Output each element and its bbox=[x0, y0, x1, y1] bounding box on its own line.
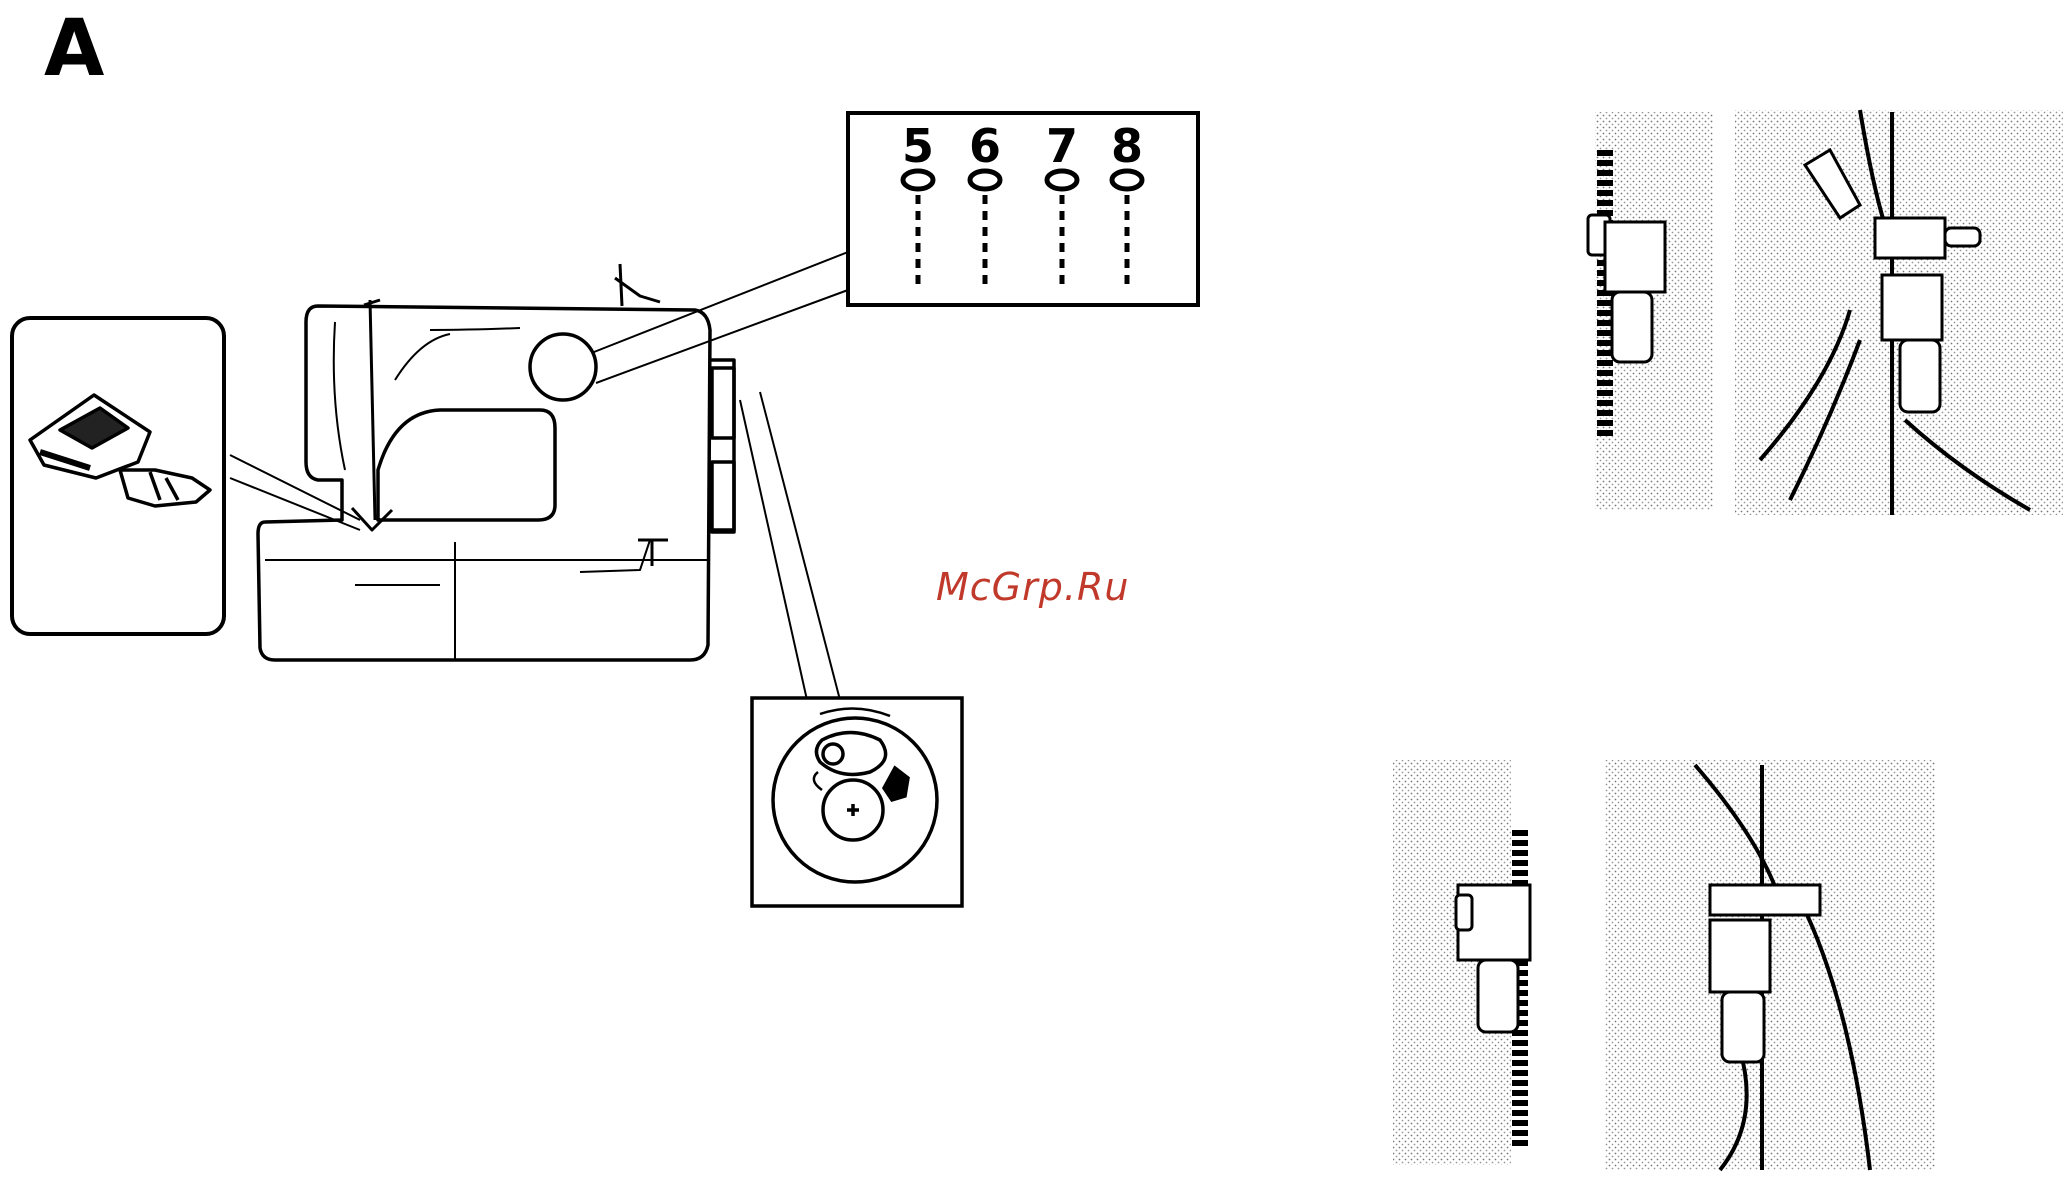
needle-position-marker bbox=[970, 171, 1000, 189]
zipper-foot-inset bbox=[12, 318, 224, 634]
zipper-sewing-step-icon bbox=[1393, 110, 2063, 1170]
stitch-callout-leader bbox=[230, 252, 848, 700]
needle-position-marker bbox=[1112, 171, 1142, 189]
stitch-position-label: 5 bbox=[902, 119, 934, 173]
stitch-selector-dial-icon bbox=[752, 698, 962, 906]
needle-position-marker bbox=[903, 171, 933, 189]
stitch-position-label: 6 bbox=[969, 119, 1001, 173]
stitch-position-label: 8 bbox=[1111, 119, 1143, 173]
stitch-position-label: 7 bbox=[1046, 119, 1078, 173]
sewing-machine-icon bbox=[258, 264, 734, 660]
needle-position-marker bbox=[1047, 171, 1077, 189]
